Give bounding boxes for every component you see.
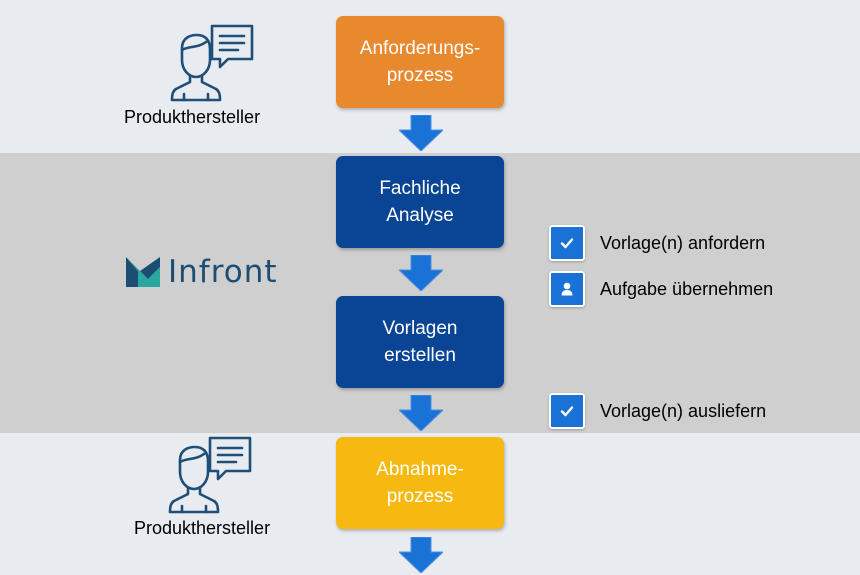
action-label: Aufgabe übernehmen xyxy=(600,278,774,299)
step-2-line-1: Fachliche xyxy=(379,178,461,199)
step-vorlagen-erstellen[interactable]: Vorlagen erstellen xyxy=(336,296,504,388)
infront-logo: Infront xyxy=(126,254,278,290)
step-4-line-2: prozess xyxy=(386,486,454,507)
check-icon xyxy=(549,393,585,429)
user-icon xyxy=(549,271,585,307)
step-4-line-1: Abnahme- xyxy=(376,459,464,480)
step-fachliche-analyse[interactable]: Fachliche Analyse xyxy=(336,156,504,248)
step-1-line-1: Anforderungs- xyxy=(359,38,481,59)
action-label: Vorlage(n) ausliefern xyxy=(600,400,767,421)
action-aufgabe-uebernehmen[interactable]: Aufgabe übernehmen xyxy=(549,271,773,307)
arrow-down-icon xyxy=(399,537,443,573)
action-label: Vorlage(n) anfordern xyxy=(600,232,766,253)
person-speech-icon xyxy=(168,436,252,514)
action-vorlagen-anfordern[interactable]: Vorlage(n) anfordern xyxy=(549,225,765,261)
step-anforderungsprozess[interactable]: Anforderungs- prozess xyxy=(336,16,504,108)
arrow-down-icon xyxy=(399,255,443,291)
arrow-down-icon xyxy=(399,395,443,431)
person-speech-icon xyxy=(170,24,254,102)
infront-logo-mark-icon xyxy=(126,257,160,287)
check-icon xyxy=(549,225,585,261)
step-3-line-1: Vorlagen xyxy=(382,318,458,339)
step-3-line-2: erstellen xyxy=(384,345,456,366)
step-2-line-2: Analyse xyxy=(386,205,454,226)
person-label-bottom: Produkthersteller xyxy=(134,518,271,538)
person-label-top: Produkthersteller xyxy=(124,107,261,127)
step-1-line-2: prozess xyxy=(386,65,454,86)
action-vorlagen-ausliefern[interactable]: Vorlage(n) ausliefern xyxy=(549,393,766,429)
step-abnahmeprozess[interactable]: Abnahme- prozess xyxy=(336,437,504,529)
infront-logo-text: Infront xyxy=(168,254,278,290)
arrow-down-icon xyxy=(399,115,443,151)
